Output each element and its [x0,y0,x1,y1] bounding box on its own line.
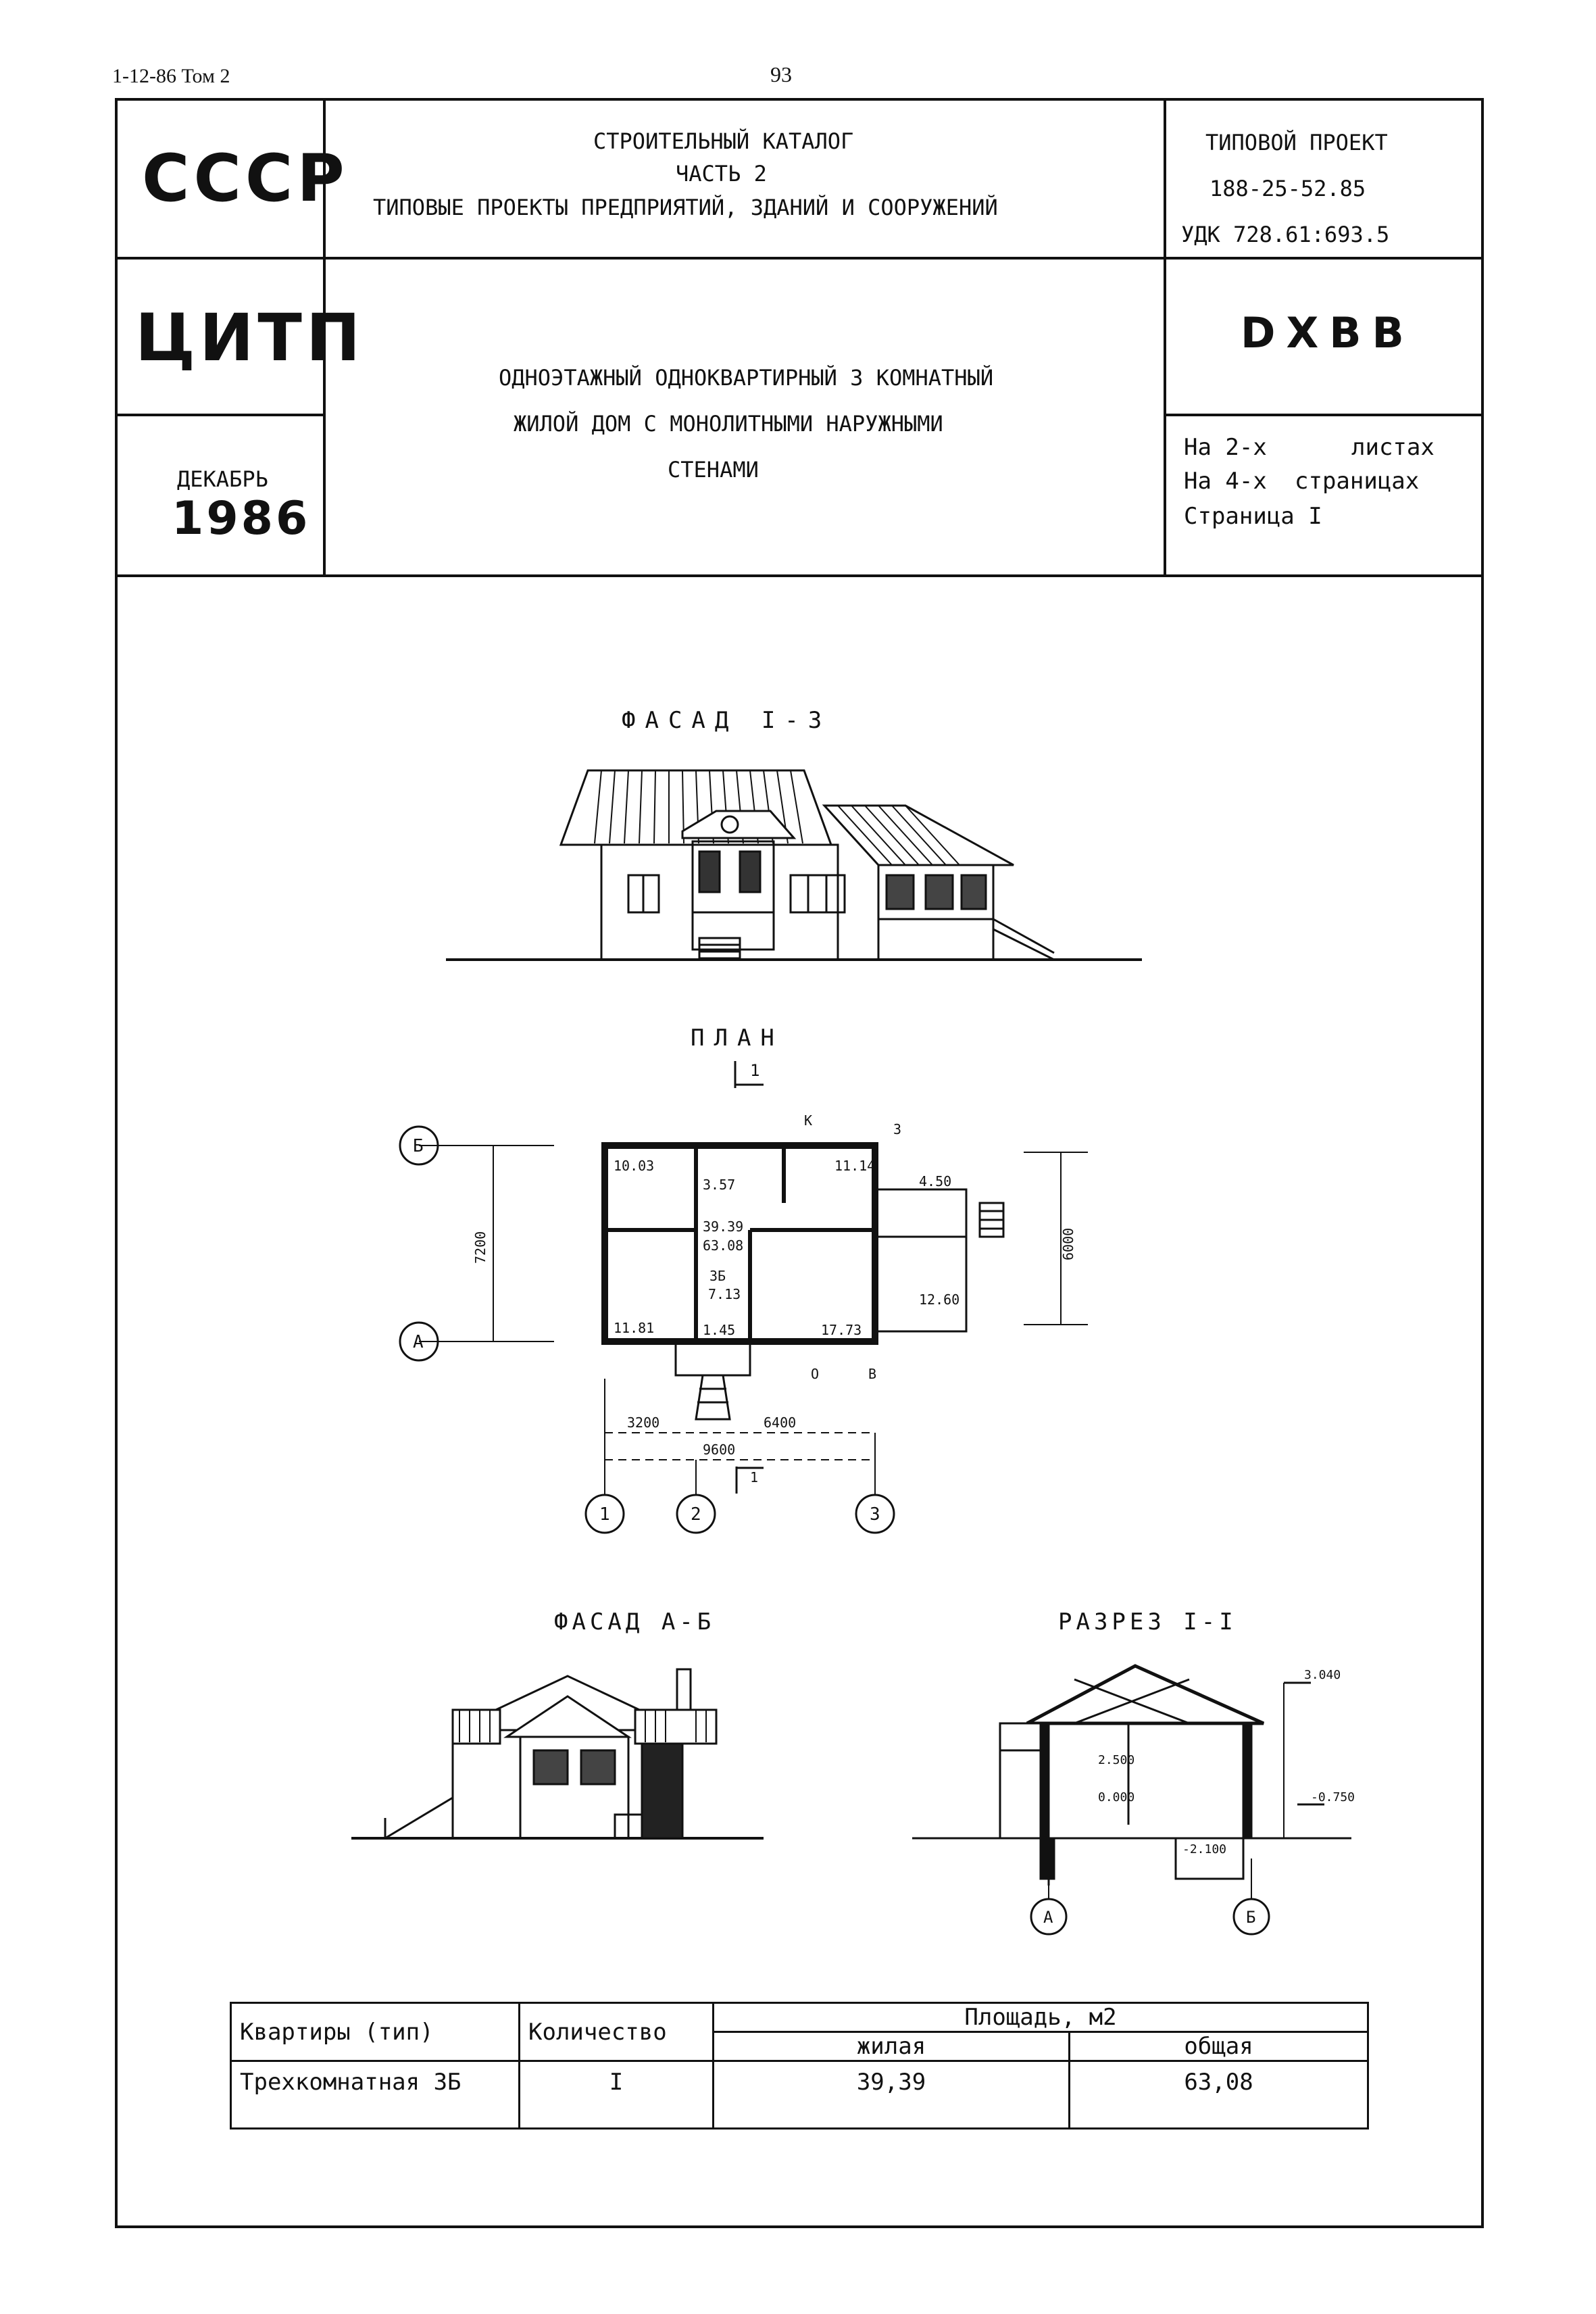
series-label: 1-12-86 Том 2 [112,65,230,87]
title-col-1 [323,98,326,576]
title-block-bottom [115,574,1484,577]
mark-3: 3 [893,1121,901,1137]
apartment-summary-table: Квартиры (тип) Количество Площадь, м2 жи… [230,2002,1369,2130]
date-year: 1986 [172,492,311,545]
facade-1-3-drawing [446,769,1142,961]
section-caption: РАЗРЕЗ I-I [1058,1608,1237,1635]
room-1-area: 10.03 [614,1158,654,1174]
dim-6400: 6400 [764,1414,796,1431]
plan-drawing: 1 Б А 1 2 3 7200 6000 3200 6400 9600 10.… [399,1061,1088,1534]
level-top: 3.040 [1304,1668,1341,1682]
axis-b-label: Б [413,1136,424,1156]
dim-6000: 6000 [1060,1228,1076,1260]
apartment-type: 3Б [709,1268,726,1284]
level-floor: 0.000 [1098,1790,1134,1804]
axis-3-label: 3 [870,1504,880,1525]
pages-word: страницах [1295,468,1420,495]
room-4-area: 4.50 [919,1173,951,1189]
dim-9600: 9600 [703,1442,735,1458]
udk-code: УДК 728.61:693.5 [1181,222,1390,247]
section-mark-bottom: 1 [750,1469,758,1485]
project-label: ТИПОВОЙ ПРОЕКТ [1205,130,1388,155]
mark-b: В [868,1366,876,1382]
section-drawing: 3.040 2.500 0.000 -0.750 -2.100 А Б [912,1664,1355,1936]
mark-k: К [804,1112,812,1129]
page-number: 93 [770,62,792,87]
section-axis-a: А [1043,1908,1053,1927]
title-col-2 [1164,98,1166,576]
col-header-count: Количество [518,2002,714,2062]
col-header-type: Квартиры (тип) [230,2002,520,2062]
room-8-area: 12.60 [919,1291,959,1308]
page-frame [115,98,1484,2228]
col-header-total: общая [1068,2031,1369,2062]
sheets-count: На 2-х [1184,434,1267,461]
axis-2-label: 2 [691,1504,701,1525]
catalog-line-3: ТИПОВЫЕ ПРОЕКТЫ ПРЕДПРИЯТИЙ, ЗДАНИЙ И СО… [373,195,998,220]
col-header-area: Площадь, м2 [712,2002,1369,2033]
date-month: ДЕКАБРЬ [177,466,268,492]
level-ground: -0.750 [1311,1790,1355,1804]
level-cellar: -2.100 [1182,1842,1226,1856]
title-line-2: ЖИЛОЙ ДОМ С МОНОЛИТНЫМИ НАРУЖНЫМИ [514,411,943,437]
title-row-2a [115,414,324,416]
room-3-area: 11.14 [834,1158,875,1174]
room-6-area: 1.45 [703,1322,735,1338]
room-7-area: 17.73 [821,1322,862,1338]
living-area: 39.39 [703,1218,743,1235]
pages-count: На 4-х [1184,468,1267,495]
facade-1-3-caption: ФАСАД I-3 [622,707,832,734]
facade-a-b-caption: ФАСАД А-Б [554,1608,716,1635]
axis-a-label: А [413,1332,424,1352]
dim-3200: 3200 [627,1414,659,1431]
hall-area: 7.13 [708,1286,741,1302]
org-citp: ЦИТП [135,300,365,376]
title-line-1: ОДНОЭТАЖНЫЙ ОДНОКВАРТИРНЫЙ 3 КОМНАТНЫЙ [499,365,994,391]
plan-caption: ПЛАН [691,1025,784,1052]
axis-1-label: 1 [599,1504,610,1525]
row-total: 63,08 [1068,2060,1369,2130]
page-index: Страница I [1184,503,1322,530]
level-ceiling: 2.500 [1098,1753,1134,1767]
row-count: I [518,2060,714,2130]
project-code: DXBB [1241,308,1415,358]
row-living: 39,39 [712,2060,1070,2130]
catalog-line-2: ЧАСТЬ 2 [676,161,767,187]
sheets-word: листах [1351,434,1435,461]
title-line-3: СТЕНАМИ [668,457,759,483]
mark-o: О [811,1366,819,1382]
total-area: 63.08 [703,1237,743,1254]
section-mark-top: 1 [750,1061,759,1080]
col-header-living: жилая [712,2031,1070,2062]
room-2-area: 3.57 [703,1177,735,1193]
project-number: 188-25-52.85 [1210,176,1366,201]
org-ussr: СССР [142,141,349,216]
title-row-1 [115,257,1484,260]
catalog-line-1: СТРОИТЕЛЬНЫЙ КАТАЛОГ [593,128,854,154]
section-axis-b: Б [1246,1908,1255,1927]
title-row-2b [1164,414,1484,416]
room-5-area: 11.81 [614,1320,654,1336]
facade-a-b-drawing [351,1668,764,1840]
dim-7200: 7200 [472,1231,489,1264]
row-type: Трехкомнатная 3Б [230,2060,520,2130]
